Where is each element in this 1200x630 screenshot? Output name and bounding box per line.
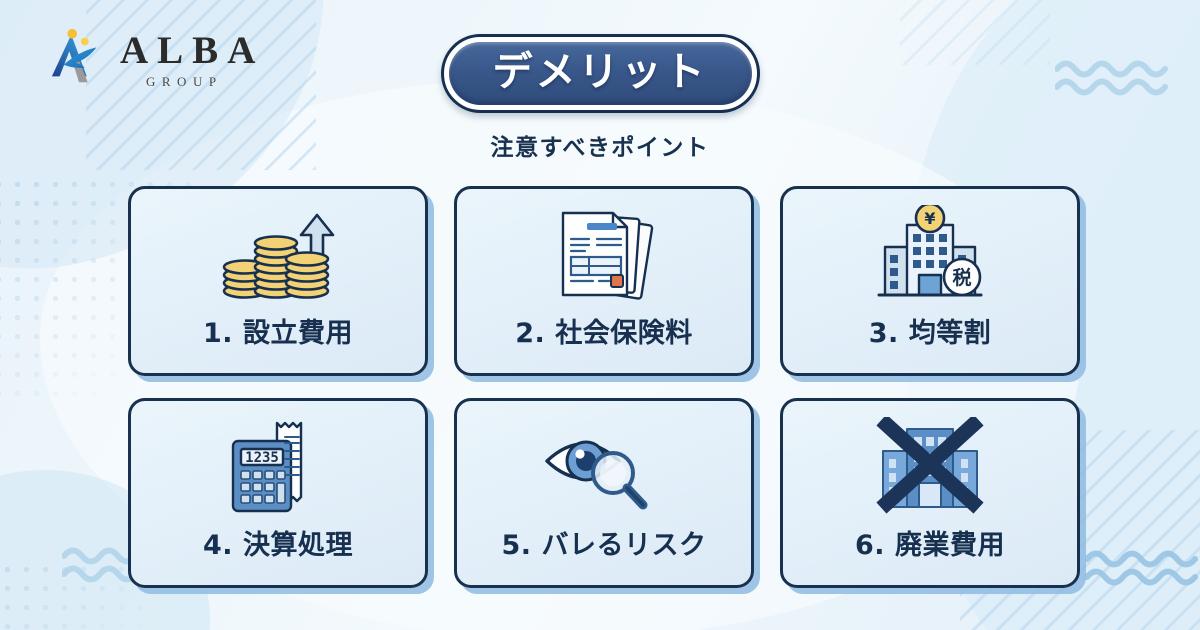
page-title: デメリット bbox=[492, 49, 708, 95]
building-yen-tax-icon: ¥ 税 bbox=[871, 203, 989, 307]
eye-magnifier-icon bbox=[541, 415, 667, 519]
card-label: 3. 均等割 bbox=[868, 318, 992, 349]
card-item[interactable]: 5. バレるリスク bbox=[454, 398, 754, 588]
card-label: 4. 決算処理 bbox=[203, 530, 353, 561]
svg-text:税: 税 bbox=[952, 266, 971, 289]
svg-text:1235: 1235 bbox=[245, 450, 279, 466]
svg-text:¥: ¥ bbox=[924, 209, 935, 228]
card-item[interactable]: 2. 社会保険料 bbox=[454, 186, 754, 376]
documents-forms-icon bbox=[545, 203, 663, 307]
calculator-receipt-icon: 1235 bbox=[219, 415, 337, 519]
title-badge-outline: デメリット bbox=[440, 34, 760, 113]
card-label: 5. バレるリスク bbox=[501, 530, 707, 561]
brand-sub: GROUP bbox=[146, 73, 223, 89]
card-label: 6. 廃業費用 bbox=[855, 530, 1005, 561]
building-cross-out-icon bbox=[875, 415, 985, 519]
page-subtitle: 注意すべきポイント bbox=[490, 135, 710, 161]
title-badge: デメリット bbox=[448, 42, 752, 105]
card-item[interactable]: 6. 廃業費用 bbox=[780, 398, 1080, 588]
brand-name: ALBA bbox=[120, 28, 265, 72]
card-grid: 1. 設立費用 bbox=[128, 186, 1080, 588]
coin-stacks-up-arrow-icon bbox=[213, 203, 343, 307]
card-item[interactable]: ¥ 税 3. 均等割 bbox=[780, 186, 1080, 376]
brand-logo[interactable]: ALBA GROUP bbox=[48, 26, 264, 88]
card-item[interactable]: 1. 設立費用 bbox=[128, 186, 428, 376]
alba-a-mark-icon bbox=[51, 28, 97, 83]
title-block: デメリット 注意すべきポイント bbox=[0, 34, 1200, 162]
card-label: 1. 設立費用 bbox=[203, 318, 353, 349]
card-label: 2. 社会保険料 bbox=[515, 318, 693, 349]
wave-lines-icon bbox=[1085, 550, 1198, 586]
card-item[interactable]: 1235 4. 決算処理 bbox=[128, 398, 428, 588]
